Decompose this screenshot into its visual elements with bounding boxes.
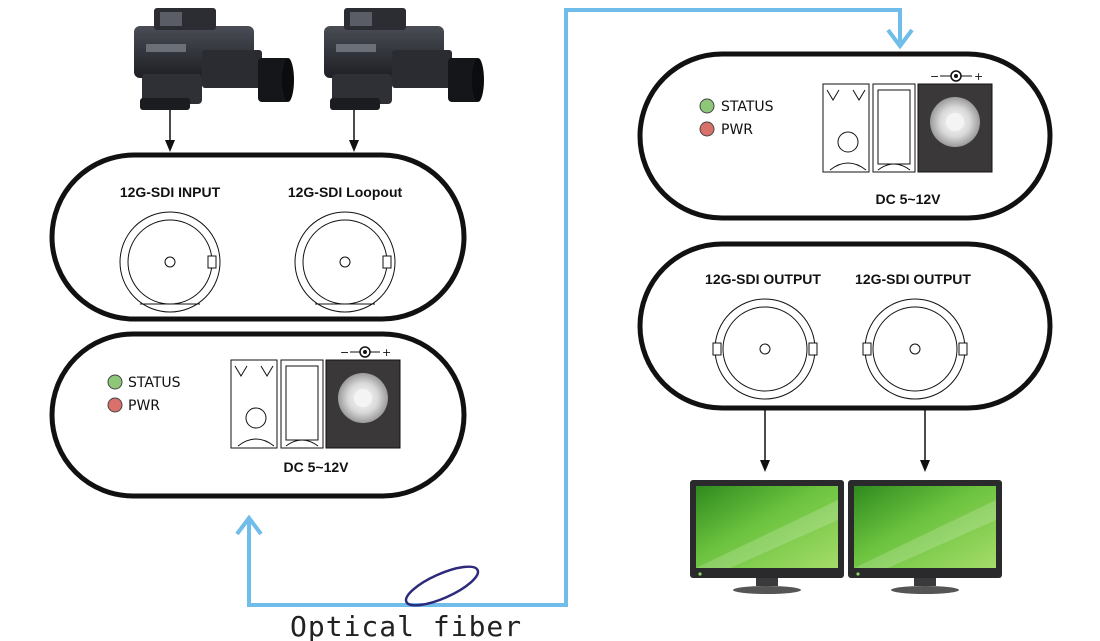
dc-voltage-label: DC 5~12V [876, 191, 942, 207]
status-led-icon [107, 374, 123, 390]
pwr-label: PWR [128, 398, 160, 414]
svg-text:+: + [382, 346, 391, 359]
bnc-connector-icon [119, 211, 221, 313]
input-unit: 12G-SDI INPUT 12G-SDI Loopout [49, 152, 467, 322]
svg-text:−: − [340, 346, 349, 359]
dc-jack-icon [917, 83, 993, 173]
bnc-connector-icon [294, 211, 396, 313]
fiber-coil-icon [404, 565, 480, 607]
transmitter-unit: STATUS PWR − + DC 5~12V [49, 331, 467, 499]
bnc-connector-icon [712, 298, 818, 400]
sfp-port-icon [230, 359, 324, 449]
status-label: STATUS [128, 375, 181, 391]
output-unit: 12G-SDI OUTPUT 12G-SDI OUTPUT [637, 241, 1053, 411]
pwr-led-icon [699, 121, 715, 137]
pwr-led-icon [107, 397, 123, 413]
video-camera-icon [324, 8, 484, 110]
receiver-unit: STATUS PWR − + DC 5~12V [637, 51, 1053, 221]
monitor-arrow [760, 410, 930, 472]
bnc-connector-icon [862, 298, 968, 400]
monitor-icon [848, 480, 1002, 594]
output2-port-label: 12G-SDI OUTPUT [855, 271, 971, 287]
video-camera-icon [134, 8, 294, 110]
sfp-port-icon [822, 83, 916, 173]
dc-voltage-label: DC 5~12V [284, 459, 350, 475]
svg-text:+: + [974, 70, 983, 83]
optical-fiber-line [235, 8, 914, 607]
dc-jack-icon [325, 359, 401, 449]
output1-port-label: 12G-SDI OUTPUT [705, 271, 821, 287]
svg-text:−: − [930, 70, 939, 83]
status-label: STATUS [721, 99, 774, 115]
monitor-icon [690, 480, 844, 594]
camera-arrow [165, 110, 359, 152]
loopout-port-label: 12G-SDI Loopout [288, 184, 403, 200]
input-port-label: 12G-SDI INPUT [120, 184, 221, 200]
polarity-symbol-icon: − + [930, 70, 983, 83]
status-led-icon [699, 98, 715, 114]
pwr-label: PWR [721, 122, 753, 138]
optical-fiber-label: Optical fiber [290, 610, 522, 641]
polarity-symbol-icon: − + [340, 346, 391, 359]
